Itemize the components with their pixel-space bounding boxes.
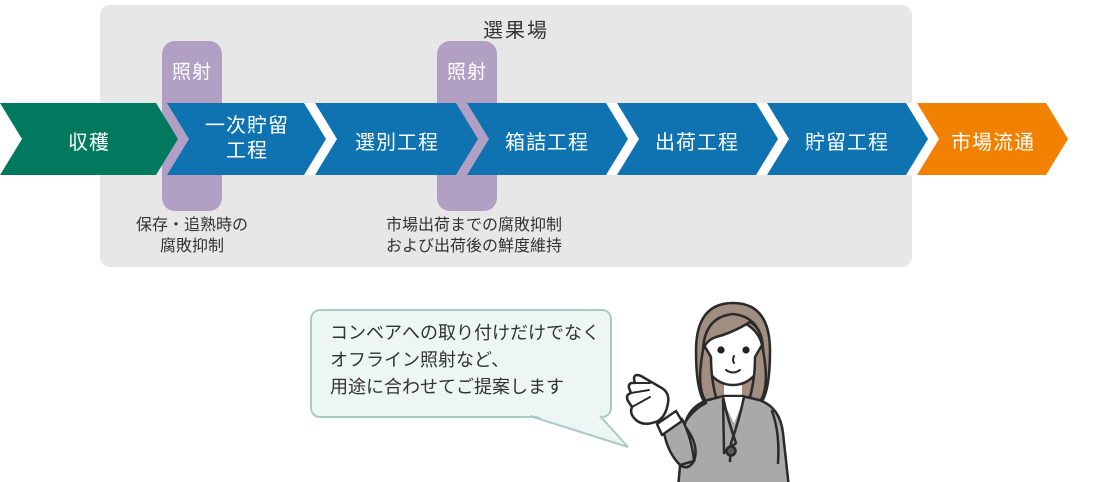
- arm-right: [770, 409, 780, 465]
- step-label-market: 市場流通: [951, 132, 1035, 154]
- caption-line: および出荷後の鮮度維持: [385, 238, 562, 255]
- irradiation-bar-2-label: 照射: [446, 62, 487, 83]
- speech-bubble-line: 用途に合わせてご提案します: [330, 377, 564, 397]
- step-label-sorting: 選別工程: [355, 132, 439, 154]
- mouth: [725, 369, 741, 374]
- cuff: [655, 409, 684, 437]
- button: [725, 445, 737, 457]
- speech-bubble-line: オフライン照射など、: [330, 350, 510, 370]
- step-label-shipping: 出荷工程: [655, 132, 739, 154]
- irradiation-caption-2: 市場出荷までの腐敗抑制 および出荷後の鮮度維持: [334, 215, 614, 257]
- step-label-storage: 貯留工程: [805, 132, 889, 154]
- bangs: [701, 312, 765, 353]
- irradiation-bar-1-label: 照射: [171, 62, 212, 83]
- step-label-boxing: 箱詰工程: [505, 132, 589, 154]
- facility-title: 選果場: [483, 20, 549, 42]
- hand-finger-lines: [630, 382, 651, 408]
- eye-left: [717, 346, 725, 354]
- eye-right: [742, 346, 750, 354]
- shirt: [721, 397, 745, 423]
- lapel-right: [728, 395, 746, 463]
- speech-bubble: コンベアへの取り付けだけでなく オフライン照射など、 用途に合わせてご提案します: [310, 309, 612, 418]
- speech-bubble-tail: [529, 414, 629, 448]
- caption-line: 腐敗抑制: [159, 238, 224, 255]
- irradiation-caption-1: 保存・追熟時の 腐敗抑制: [92, 215, 292, 257]
- step-label-primary-storage: 一次貯留工程: [205, 115, 289, 162]
- caption-line: 保存・追熟時の: [135, 217, 248, 234]
- caption-line: 市場出荷までの腐敗抑制: [385, 217, 562, 234]
- nose: [732, 355, 735, 364]
- presenter-illustration: [625, 301, 790, 482]
- speech-bubble-line: コンベアへの取り付けだけでなく: [330, 323, 600, 343]
- step-label-harvest: 収穫: [68, 132, 110, 154]
